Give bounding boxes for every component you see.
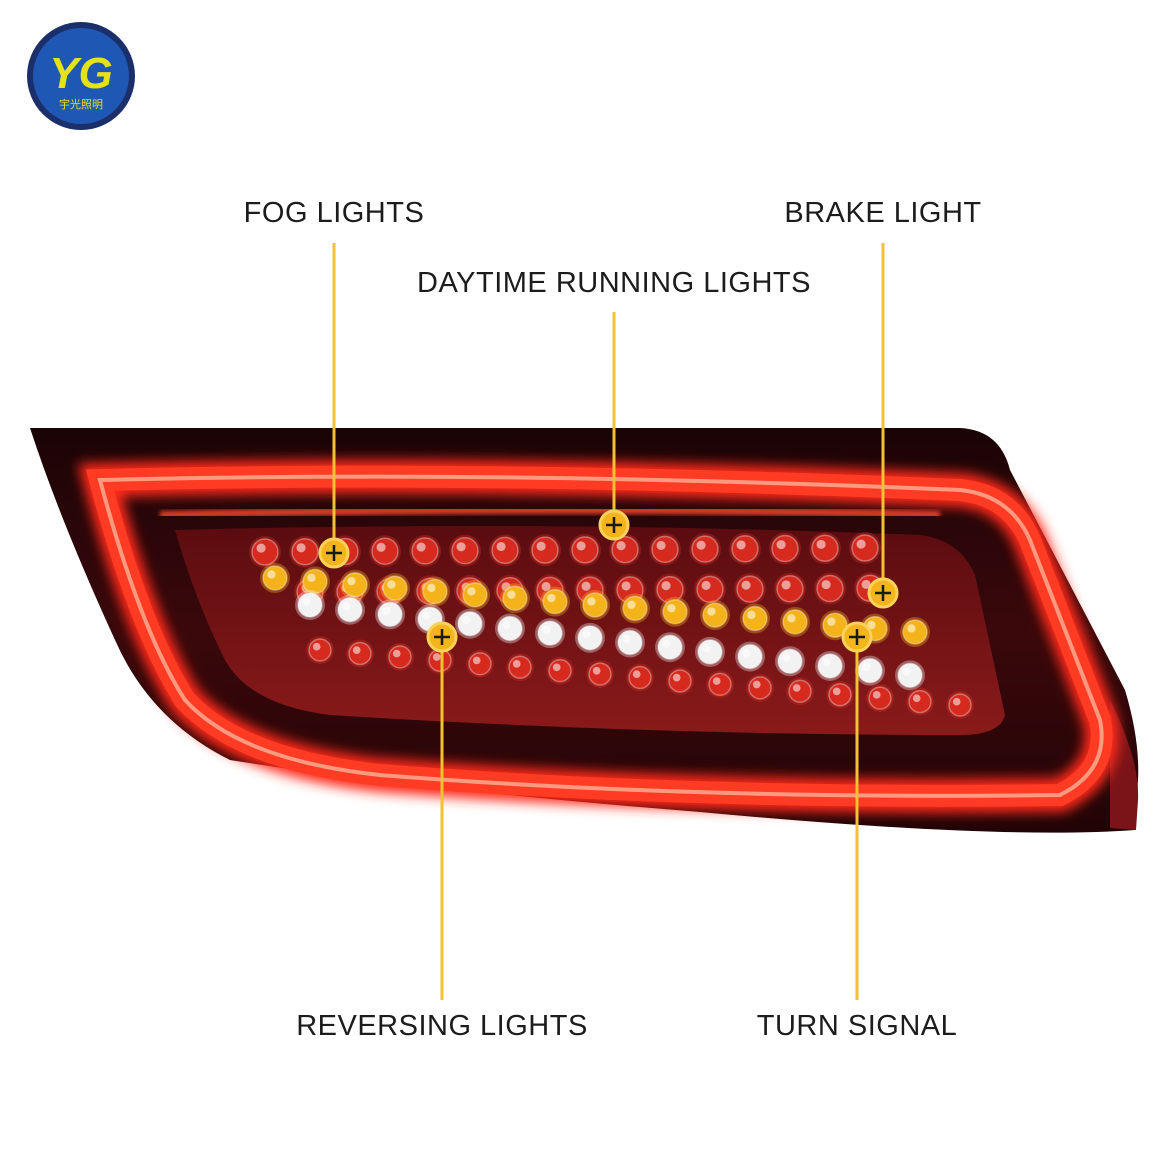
daytime-running-lights-marker <box>598 509 630 541</box>
led-highlight <box>387 580 396 589</box>
led-highlight <box>907 624 916 633</box>
turn-signal-callout <box>841 621 873 1000</box>
led-highlight <box>416 542 426 552</box>
led-highlight <box>541 581 551 592</box>
led-highlight <box>702 644 711 653</box>
led-highlight <box>542 625 551 634</box>
led-highlight <box>667 603 676 613</box>
led-highlight <box>701 580 711 590</box>
led-highlight <box>592 666 601 675</box>
led-highlight <box>256 543 266 553</box>
led-highlight <box>742 648 751 658</box>
led-highlight <box>307 573 316 582</box>
turn-signal-label: TURN SIGNAL <box>756 1010 958 1042</box>
led-highlight <box>827 617 836 626</box>
led-highlight <box>782 653 791 662</box>
led-highlight <box>656 540 666 550</box>
led-highlight <box>547 593 556 603</box>
led-highlight <box>392 649 401 658</box>
led-highlight <box>816 539 826 549</box>
led-highlight <box>747 610 756 620</box>
led-highlight <box>822 658 831 667</box>
led-highlight <box>507 590 516 599</box>
led-highlight <box>902 667 911 676</box>
led-highlight <box>832 687 841 696</box>
led-highlight <box>472 656 481 665</box>
led-highlight <box>432 653 441 661</box>
led-highlight <box>867 620 876 630</box>
led-highlight <box>952 697 961 706</box>
led-highlight <box>787 614 796 623</box>
led-highlight <box>296 543 306 553</box>
led-highlight <box>616 541 626 551</box>
fog-lights-marker <box>318 537 350 569</box>
led-highlight <box>672 673 681 682</box>
led-highlight <box>781 580 791 590</box>
led-highlight <box>621 581 631 591</box>
fog-lights-callout <box>318 243 350 569</box>
led-highlight <box>792 684 801 692</box>
led-highlight <box>347 576 356 586</box>
brake-light-marker <box>867 577 899 609</box>
reversing-lights-callout <box>426 621 458 1000</box>
led-highlight <box>376 542 386 552</box>
led-highlight <box>821 580 831 590</box>
led-highlight <box>462 615 471 625</box>
brake-light-callout <box>867 243 899 609</box>
led-highlight <box>736 540 746 550</box>
led-highlight <box>312 642 321 651</box>
led-highlight <box>302 597 311 606</box>
led-highlight <box>696 540 706 550</box>
led-highlight <box>267 570 276 579</box>
led-highlight <box>587 597 596 606</box>
led-highlight <box>662 639 671 648</box>
led-highlight <box>496 541 506 552</box>
led-highlight <box>536 541 546 551</box>
reversing-lights-label: REVERSING LIGHTS <box>296 1010 588 1042</box>
led-highlight <box>707 607 716 616</box>
led-highlight <box>422 611 431 620</box>
led-highlight <box>861 579 871 589</box>
led-highlight <box>552 663 561 672</box>
led-highlight <box>712 677 721 685</box>
led-array <box>249 532 974 719</box>
led-highlight <box>581 581 591 591</box>
led-highlight <box>627 600 636 609</box>
led-highlight <box>382 606 391 615</box>
led-highlight <box>342 601 351 611</box>
led-highlight <box>872 690 881 699</box>
svg-text:YG: YG <box>49 49 113 98</box>
svg-text:宇光照明: 宇光照明 <box>59 97 103 111</box>
daytime-running-lights-label: DAYTIME RUNNING LIGHTS <box>417 267 811 299</box>
led-highlight <box>862 662 871 672</box>
led-highlight <box>752 680 761 689</box>
led-highlight <box>741 580 751 590</box>
led-highlight <box>427 583 436 593</box>
daytime-running-lights-callout <box>598 312 630 541</box>
led-highlight <box>576 541 586 551</box>
led-highlight <box>632 670 641 679</box>
led-highlight <box>912 694 921 703</box>
led-highlight <box>856 539 866 549</box>
brand-logo: YG 宇光照明 <box>25 20 137 132</box>
led-highlight <box>502 620 511 630</box>
led-highlight <box>582 630 591 639</box>
turn-signal-marker <box>841 621 873 653</box>
led-highlight <box>512 660 521 668</box>
brake-light-label: BRAKE LIGHT <box>784 197 982 229</box>
reversing-lights-marker <box>426 621 458 653</box>
led-highlight <box>622 634 631 644</box>
led-highlight <box>776 540 786 550</box>
led-highlight <box>661 581 671 591</box>
led-highlight <box>467 587 476 596</box>
led-highlight <box>352 646 361 654</box>
fog-lights-label: FOG LIGHTS <box>243 197 425 229</box>
led-highlight <box>456 542 466 552</box>
